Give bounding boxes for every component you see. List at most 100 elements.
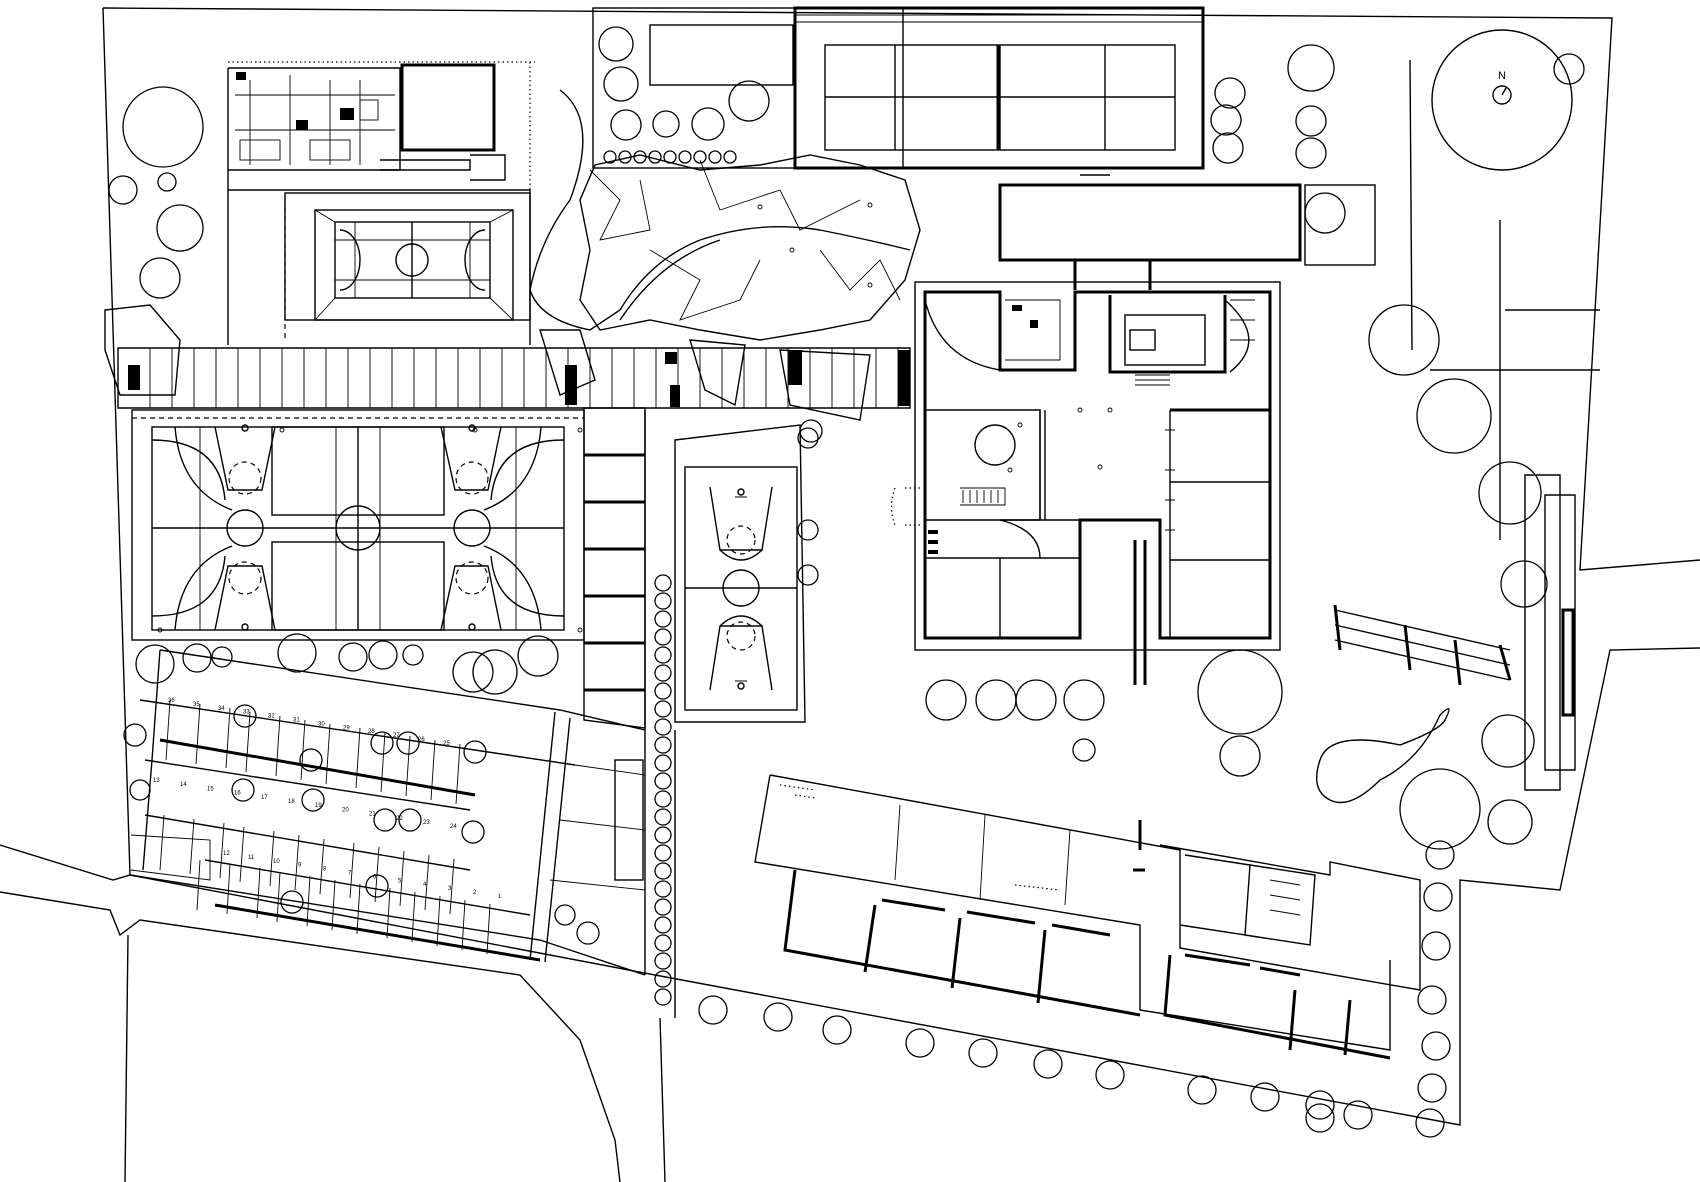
path-tree [654, 610, 672, 628]
path-tree [654, 880, 672, 898]
post-marker [1017, 422, 1023, 428]
post-marker [1107, 407, 1113, 413]
trees [108, 26, 1585, 1138]
seating-steps [583, 407, 646, 729]
tree [652, 110, 680, 138]
path-tree [654, 592, 672, 610]
post-marker [867, 202, 873, 208]
tree [135, 644, 175, 684]
parking-space-number: 8 [323, 867, 327, 873]
tree [1304, 192, 1346, 234]
tree [1305, 1103, 1335, 1133]
tree [1500, 560, 1548, 608]
main-building [890, 281, 1281, 685]
tree [1399, 768, 1481, 850]
tree [1305, 1090, 1335, 1120]
east-features [1316, 59, 1600, 804]
path-tree [654, 862, 672, 880]
parking-divider [331, 879, 336, 931]
post-marker [1097, 464, 1103, 470]
parking-space-number: 16 [234, 791, 241, 797]
tree [1033, 1049, 1063, 1079]
parking-space-number: 12 [223, 851, 230, 857]
parking-divider [294, 834, 300, 891]
path-tree [654, 808, 672, 826]
parking-divider [411, 891, 416, 943]
tree [461, 820, 485, 844]
tree [1187, 1075, 1217, 1105]
tree [1421, 931, 1451, 961]
parking-divider [189, 818, 195, 875]
tree [452, 651, 494, 693]
parking-divider [219, 822, 225, 879]
gym-building [227, 61, 535, 345]
tree [1212, 132, 1244, 164]
path-tree [654, 826, 672, 844]
parking-divider [319, 838, 325, 895]
parking-space-number: 31 [293, 718, 300, 724]
parking-divider [196, 859, 201, 911]
tree [231, 778, 255, 802]
path-tree [654, 916, 672, 934]
tree [277, 633, 317, 673]
parking-space-number: 24 [450, 824, 457, 830]
post-marker [867, 282, 873, 288]
path-tree [654, 934, 672, 952]
tree [1478, 461, 1542, 525]
tree [157, 172, 177, 192]
tree [603, 66, 639, 102]
post-marker [757, 204, 763, 210]
path-tree [654, 664, 672, 682]
parking-space-number: 1 [498, 894, 502, 900]
tree [1343, 1100, 1373, 1130]
tree [1287, 44, 1335, 92]
path-tree [654, 700, 672, 718]
parking-space-number: 28 [368, 729, 375, 735]
parking-space-number: 30 [318, 721, 325, 727]
parking-divider [269, 830, 275, 887]
tree [1250, 1082, 1280, 1112]
parking-space-number: 36 [168, 698, 175, 704]
tree [402, 644, 424, 666]
tree [472, 649, 518, 695]
parking-space-number: 19 [315, 803, 322, 809]
tree [463, 740, 487, 764]
tree [925, 679, 967, 721]
parking-divider [325, 723, 331, 785]
tree [1553, 53, 1585, 85]
tree [1421, 1031, 1451, 1061]
tree [108, 175, 138, 205]
classroom-building [754, 774, 1421, 1060]
parking-space-number: 32 [268, 714, 275, 720]
parking-divider [225, 707, 231, 769]
tree [905, 1028, 935, 1058]
post-marker [157, 627, 163, 633]
tree [129, 779, 151, 801]
tree [598, 26, 634, 62]
parking-space-number: 21 [369, 812, 376, 818]
outdoor-sports-court [131, 409, 585, 641]
parking-space-number: 4 [423, 882, 427, 888]
tree [1015, 679, 1057, 721]
tree [1415, 1108, 1445, 1138]
parking-space-number: 35 [193, 702, 200, 708]
parking-divider [355, 727, 361, 789]
north-label: N [1498, 70, 1506, 82]
tree [1095, 1060, 1125, 1090]
tennis-courts [592, 6, 1205, 170]
post-marker [472, 427, 478, 433]
parking-space-number: 18 [288, 799, 295, 805]
parking-space-number: 34 [218, 706, 225, 712]
path-tree [654, 628, 672, 646]
tree [1425, 840, 1455, 870]
parking-space-number: 26 [418, 737, 425, 743]
parking-space-number: 23 [423, 820, 430, 826]
tree [373, 808, 397, 832]
path-tree [654, 718, 672, 736]
path-tree [654, 682, 672, 700]
tree [156, 204, 204, 252]
tree [139, 257, 181, 299]
parking-divider [449, 858, 455, 915]
parking-divider [195, 703, 201, 765]
tree [728, 80, 770, 122]
